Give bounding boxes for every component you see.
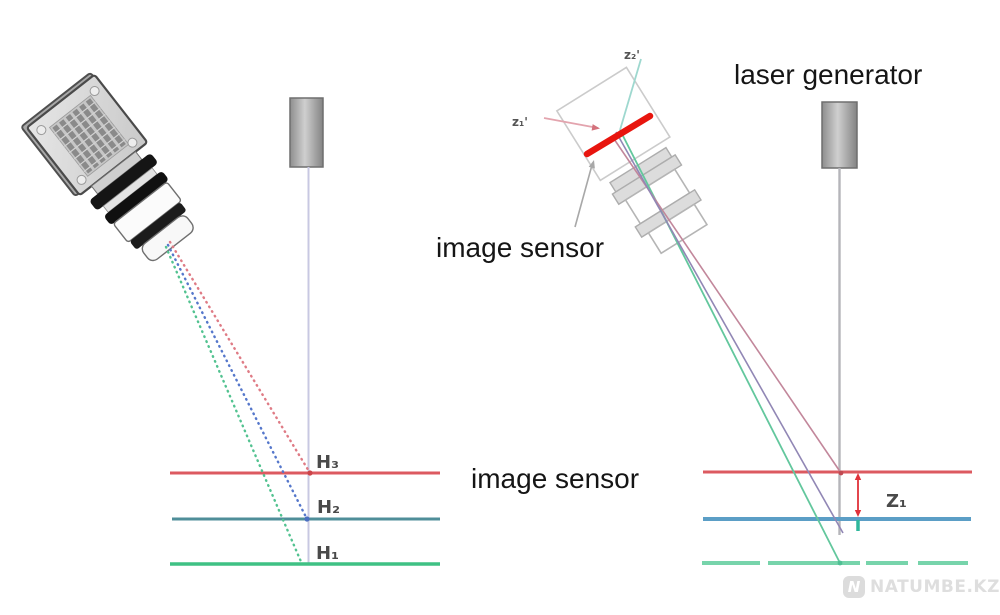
watermark-logo-icon: N <box>843 576 865 598</box>
laser-generator-label: laser generator <box>734 59 922 90</box>
ray-z2-incoming <box>619 58 642 131</box>
intersection-dot-h2 <box>304 516 310 522</box>
schematic-lens-barrel <box>609 146 709 255</box>
intersection-dot-h3 <box>307 470 313 476</box>
ray-dashed-blue <box>166 243 309 521</box>
intersection-dot-red-right <box>838 470 844 476</box>
image-sensor-pointer-line <box>574 164 593 228</box>
image-sensor-label-right: image sensor <box>436 232 604 263</box>
ray-dashed-green <box>164 245 304 566</box>
label-z1-prime: z₁' <box>512 115 528 129</box>
z1-dimension-arrow-bottom-icon <box>854 510 862 517</box>
camera <box>21 72 194 262</box>
ray-z1-incoming <box>543 117 599 129</box>
z1-dimension-arrow-top-icon <box>854 473 862 480</box>
laser-cylinder-left <box>289 97 324 168</box>
intersection-dot-green-right <box>837 560 843 566</box>
camera-grille <box>48 94 130 177</box>
label-h2: H₂ <box>317 497 340 518</box>
image-sensor-pointer-arrowhead-icon <box>588 160 595 169</box>
camera-lens-barrel <box>90 150 194 262</box>
label-h3: H₃ <box>316 452 339 473</box>
camera-screws <box>36 86 138 185</box>
label-z2-prime: z₂' <box>624 48 640 62</box>
label-z1: Z₁ <box>886 491 907 512</box>
image-sensor-label-left: image sensor <box>471 463 639 494</box>
watermark: N NATUMBE.KZ <box>843 576 1000 598</box>
ray-dashed-red <box>168 240 312 475</box>
laser-cylinder-right <box>821 101 858 169</box>
watermark-text: NATUMBE.KZ <box>870 577 1000 597</box>
label-h1: H₁ <box>316 543 339 564</box>
ray-z1-arrowhead-icon <box>591 124 600 131</box>
ray-purple-right <box>615 131 844 534</box>
image-sensor-bar <box>583 112 654 158</box>
